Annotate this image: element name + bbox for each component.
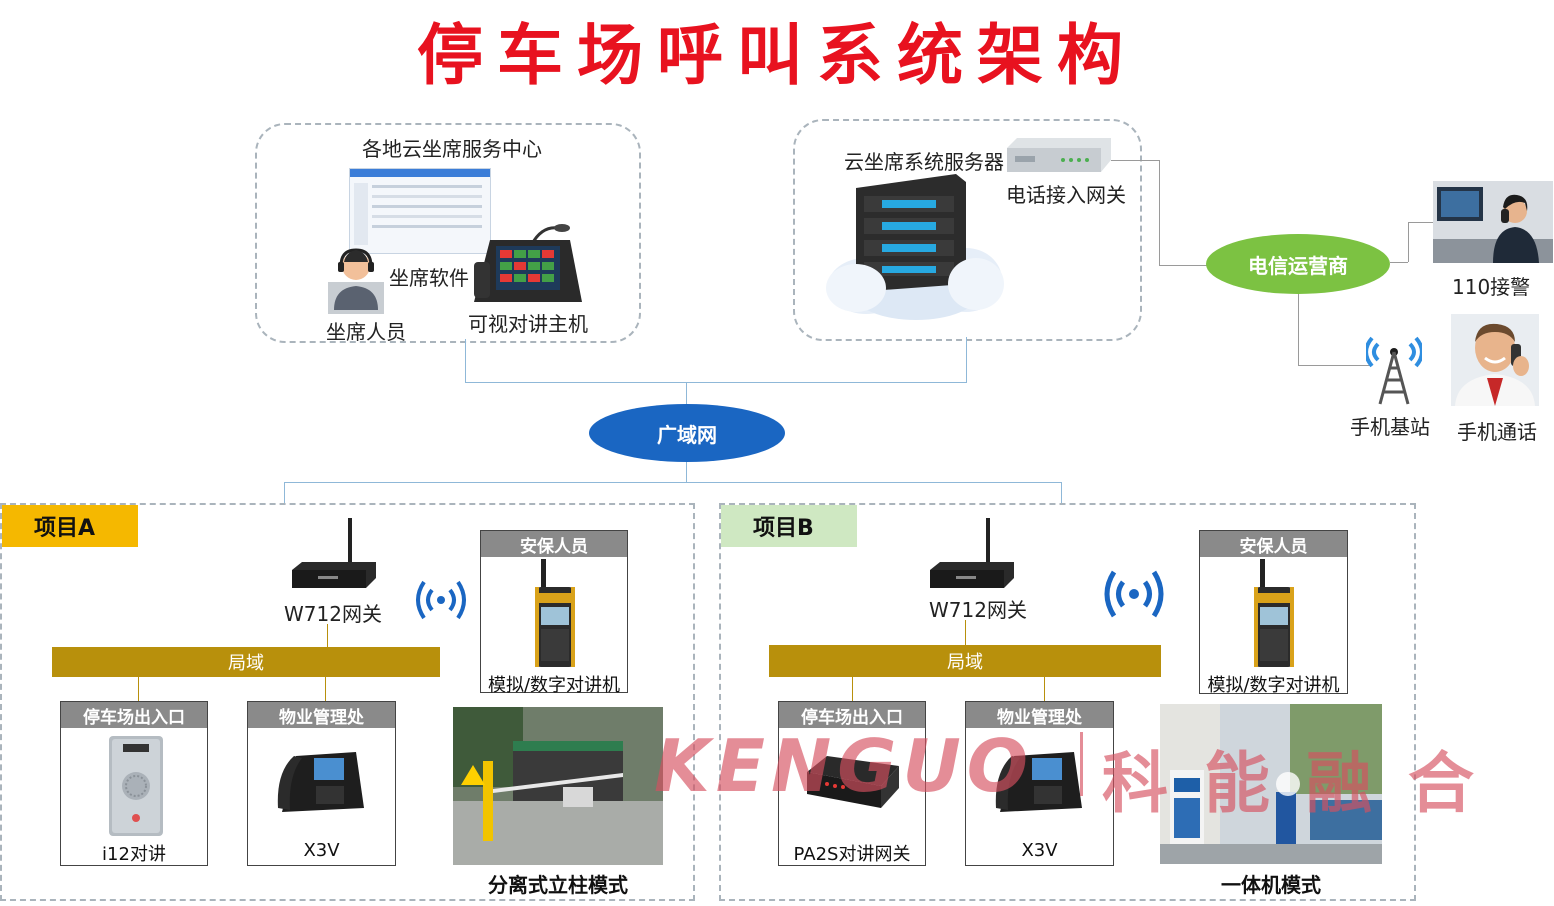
- project-a-lan-bar: 局域: [52, 647, 440, 677]
- project-b-tag-label: 项目B: [753, 516, 814, 541]
- page-title: 停车场呼叫系统架构: [417, 17, 1137, 94]
- telecom-label: 电信运营商: [1248, 253, 1348, 278]
- project-b-property-device: X3V: [1021, 840, 1058, 861]
- watermark-divider: [1080, 732, 1083, 796]
- telecom-node: 电信运营商: [1206, 234, 1390, 294]
- phone-gateway-icon: [1007, 138, 1111, 172]
- base-station-label: 手机基站: [1350, 415, 1430, 439]
- video-intercom-terminal-label: 可视对讲主机: [468, 312, 588, 336]
- link-project-a-down: [284, 482, 285, 504]
- project-a-lan-link-property: [325, 677, 326, 701]
- project-b-mode-photo: [1160, 704, 1382, 864]
- cloud-server-label: 云坐席系统服务器: [844, 150, 1004, 174]
- project-b-pa2s-gateway-icon: [807, 756, 899, 808]
- project-a-wireless-icon: [416, 580, 466, 620]
- project-a-w712-gateway-label: W712网关: [284, 602, 382, 626]
- project-a-w712-gateway-icon: [292, 518, 376, 588]
- project-b-group: [719, 503, 1416, 901]
- video-intercom-terminal-icon: [474, 224, 582, 302]
- project-a-mode-caption: 分离式立柱模式: [488, 873, 628, 897]
- project-a-mode-photo: [453, 707, 663, 865]
- cloud-center-group: [255, 123, 641, 343]
- project-a-lan-label: 局域: [228, 653, 264, 674]
- mobile-call-label: 手机通话: [1457, 420, 1537, 444]
- watermark-latin: KENGUO: [654, 724, 1035, 808]
- project-b-x3v-phone-icon: [995, 752, 1082, 812]
- link-to-wan: [686, 382, 687, 406]
- project-b-guard-device: 模拟/数字对讲机: [1207, 675, 1340, 696]
- cloud-center-title: 各地云坐席服务中心: [362, 137, 542, 161]
- project-b-w712-gateway-label: W712网关: [929, 598, 1027, 622]
- police-label: 110接警: [1452, 275, 1531, 299]
- project-b-mode-caption: 一体机模式: [1221, 873, 1321, 897]
- project-a-entrance-title: 停车场出入口: [61, 702, 207, 728]
- agent-person-label: 坐席人员: [326, 320, 406, 344]
- link-project-b-down: [1061, 482, 1062, 504]
- project-b-property-box: 物业管理处 X3V: [965, 701, 1114, 866]
- project-b-lan-label: 局域: [947, 652, 983, 673]
- project-a-guard-title: 安保人员: [481, 531, 627, 557]
- project-b-guard-box: 安保人员 模拟/数字对讲机: [1199, 530, 1348, 696]
- wan-label: 广域网: [657, 422, 717, 447]
- link-telecom-down: [1298, 293, 1299, 365]
- project-b-entrance-title: 停车场出入口: [779, 702, 925, 728]
- project-b-entrance-device: PA2S对讲网关: [793, 844, 911, 865]
- project-b-wireless-icon: [1104, 570, 1164, 618]
- phone-gateway-label: 电话接入网关: [1006, 183, 1126, 207]
- project-b-lan-link-entrance: [852, 677, 853, 701]
- project-b-tag: 项目B: [721, 505, 857, 547]
- link-projects-horizontal: [284, 482, 1062, 483]
- project-a-tag-label: 项目A: [34, 516, 96, 541]
- mobile-call-photo: [1451, 314, 1539, 406]
- project-a-x3v-phone-icon: [277, 752, 364, 812]
- link-server-down: [966, 337, 967, 382]
- base-station-icon: [1366, 336, 1422, 405]
- link-center-down: [465, 339, 466, 382]
- police-dispatch-photo: [1433, 181, 1553, 263]
- project-b-property-title: 物业管理处: [966, 702, 1113, 728]
- link-telecom-right: [1390, 262, 1408, 263]
- server-group: [793, 119, 1142, 341]
- link-wan-down: [686, 462, 687, 482]
- agent-person-icon: [328, 248, 384, 314]
- agent-software-screenshot: [349, 168, 491, 254]
- wan-node: 广域网: [589, 404, 785, 462]
- agent-software-label: 坐席软件: [389, 266, 469, 290]
- link-telecom-up: [1408, 222, 1409, 262]
- project-a-property-title: 物业管理处: [248, 702, 395, 728]
- project-a-property-box: 物业管理处 X3V: [247, 701, 396, 866]
- project-b-lan-bar: 局域: [769, 645, 1161, 677]
- cloud-server-icon: [826, 174, 1004, 320]
- project-a-gateway-link: [327, 624, 328, 647]
- project-a-walkie-talkie-icon: [535, 559, 575, 667]
- project-b-guard-title: 安保人员: [1200, 531, 1347, 557]
- project-b-gateway-link: [965, 620, 966, 645]
- link-to-telecom: [1159, 265, 1207, 266]
- project-a-tag: 项目A: [2, 505, 138, 547]
- project-b-w712-gateway-icon: [930, 518, 1014, 588]
- link-gateway-down: [1159, 160, 1160, 265]
- project-a-property-device: X3V: [303, 840, 340, 861]
- project-a-group: [0, 503, 695, 901]
- project-a-i12-intercom-icon: [109, 736, 163, 836]
- link-to-base-station: [1298, 365, 1370, 366]
- project-a-guard-device: 模拟/数字对讲机: [487, 675, 621, 696]
- project-a-entrance-box: 停车场出入口 i12对讲: [60, 701, 208, 866]
- project-b-walkie-talkie-icon: [1254, 559, 1294, 667]
- project-b-lan-link-property: [1044, 677, 1045, 701]
- link-gateway-right: [1111, 160, 1159, 161]
- project-a-guard-box: 安保人员 模拟/数字对讲机: [480, 530, 628, 696]
- link-to-police: [1408, 222, 1434, 223]
- project-a-lan-link-entrance: [138, 677, 139, 701]
- link-top-horizontal: [465, 382, 967, 383]
- project-b-entrance-box: 停车场出入口 PA2S对讲网关: [778, 701, 926, 866]
- project-a-entrance-device: i12对讲: [102, 844, 166, 865]
- watermark-chinese: 科能融合: [1102, 745, 1510, 822]
